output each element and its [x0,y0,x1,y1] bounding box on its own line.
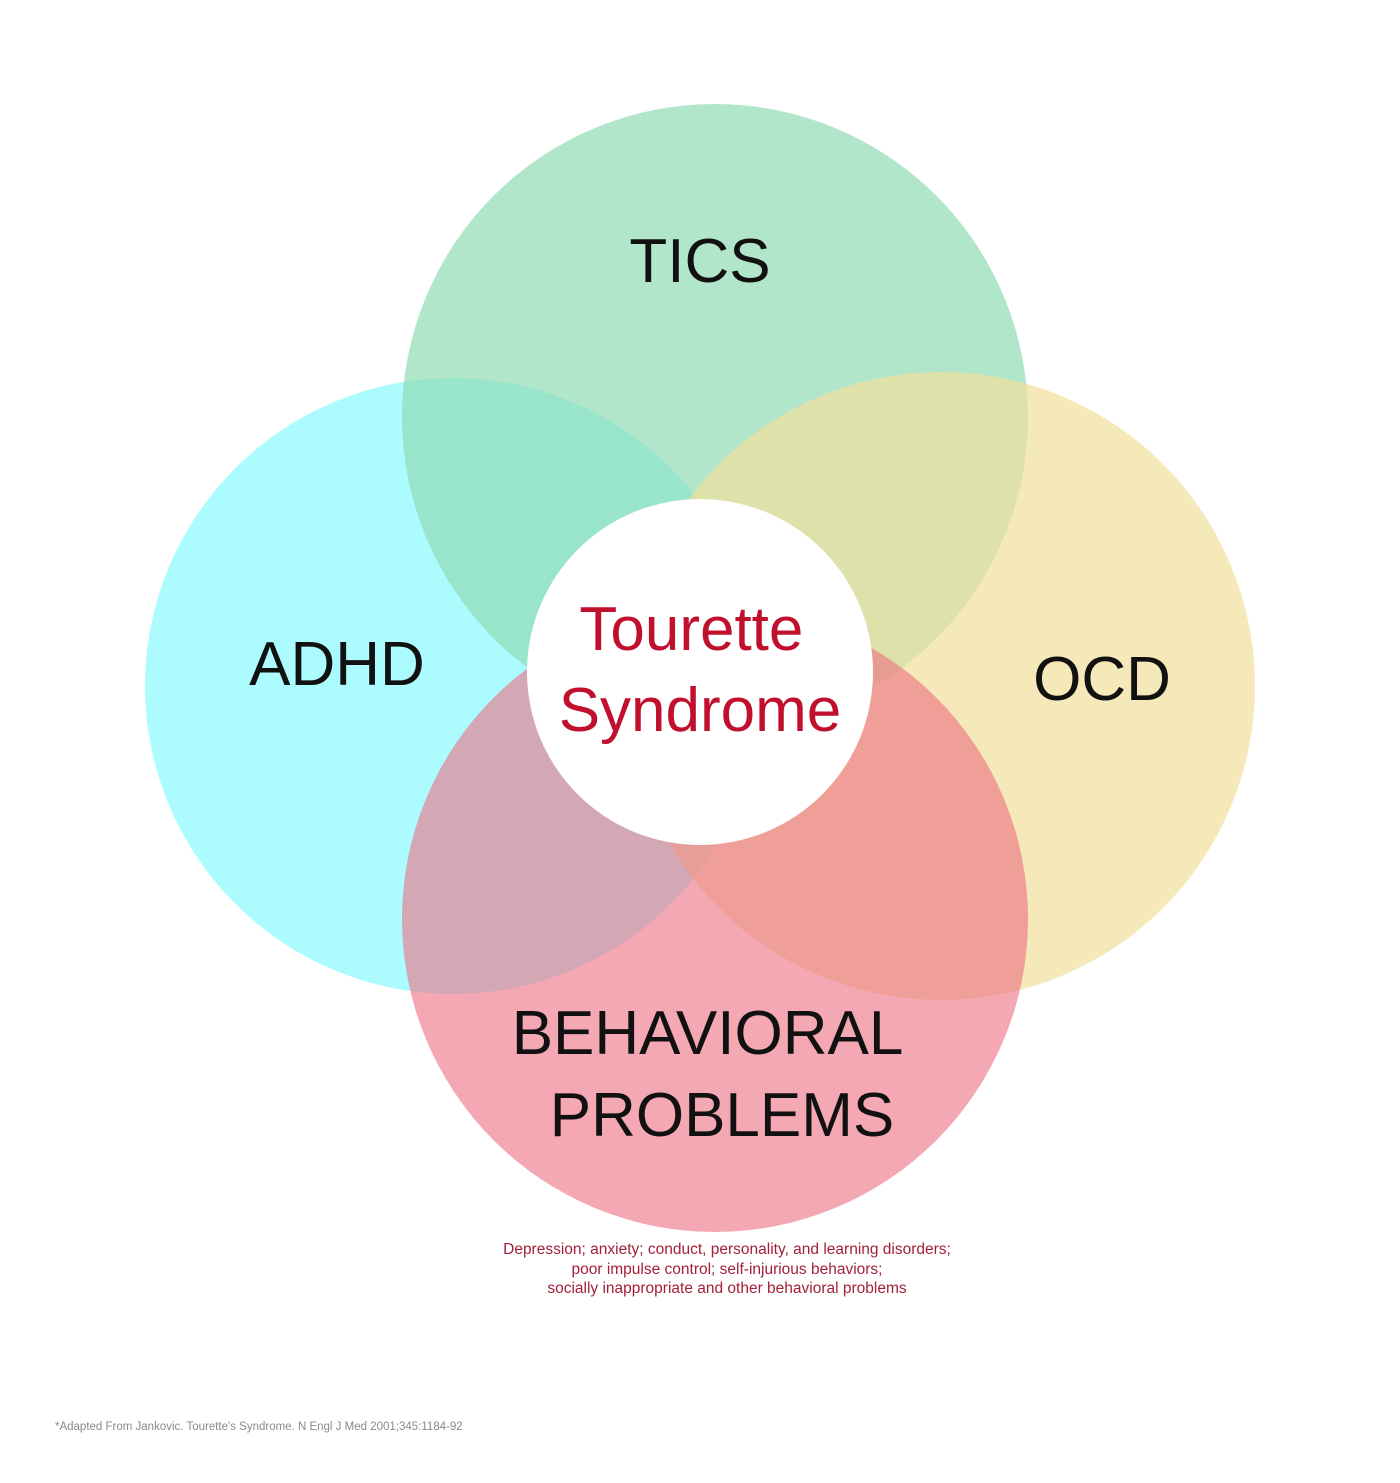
behavioral-problems-note: Depression; anxiety; conduct, personalit… [300,1240,1154,1299]
behavioral-problems-label: BEHAVIORAL PROBLEMS [512,999,919,1150]
behavioral-label-line-1: BEHAVIORAL [512,999,902,1068]
note-line-3: socially inappropriate and other behavio… [547,1280,907,1297]
tourette-syndrome-label: Tourette Syndrome [559,595,842,745]
adhd-label-line: ADHD [249,630,425,699]
ocd-label: OCD [1033,645,1171,714]
behavioral-label-line-2: PROBLEMS [550,1081,895,1150]
adhd-label: ADHD [249,630,425,699]
center-label-line-1: Tourette [579,595,803,664]
center-label-line-2: Syndrome [559,676,842,745]
tics-label: TICS [629,227,770,296]
citation: *Adapted From Jankovic. Tourette's Syndr… [55,1421,463,1433]
note-line-2: poor impulse control; self-injurious beh… [571,1260,883,1278]
tics-label-line: TICS [629,227,770,296]
note-line-1: Depression; anxiety; conduct, personalit… [503,1241,951,1258]
circle-layer [145,104,1255,1232]
center-circle [527,499,873,845]
ocd-label-line: OCD [1033,645,1171,714]
